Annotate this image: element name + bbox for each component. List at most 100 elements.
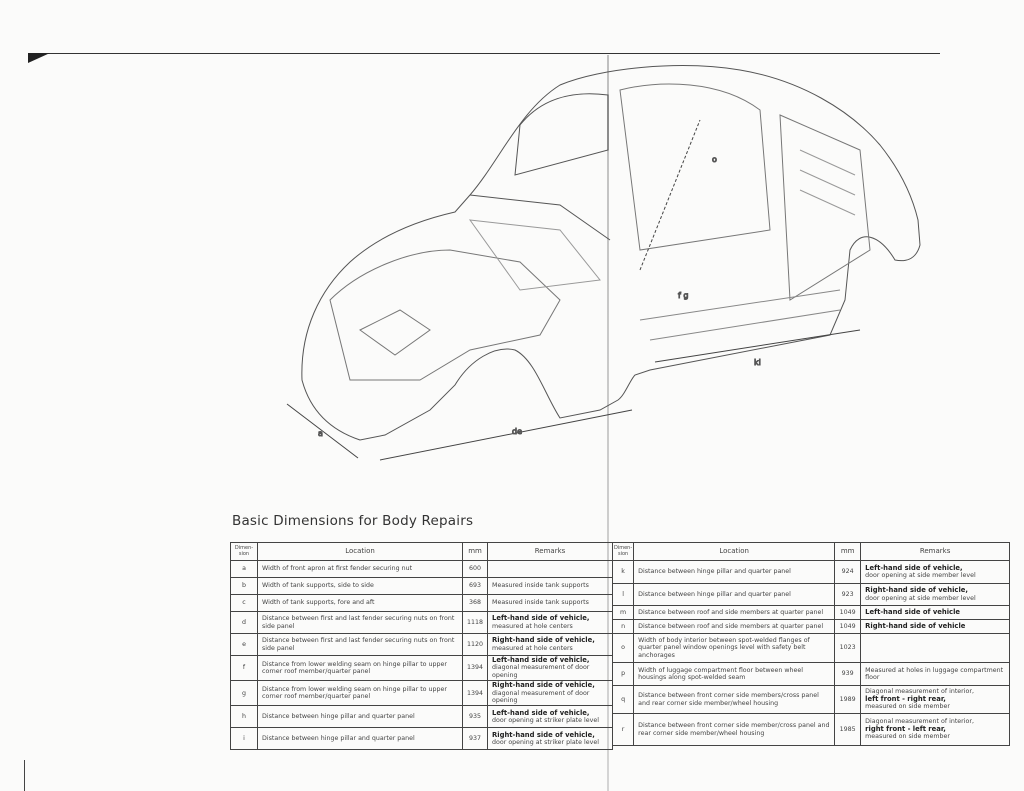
mm-cell: 1985 [834,713,862,746]
remark-text: Measured inside tank supports [492,582,589,590]
remark-bold: Left-hand side of vehicle [865,607,961,616]
remarks-cell: Right-hand side of vehicle,door opening … [860,583,1010,606]
mm-cell: 939 [834,662,862,686]
mm-cell: 1394 [461,680,489,707]
remark-bold: Left-hand side of vehicle, [492,614,590,623]
remarks-cell: Right-hand side of vehicle,door opening … [487,727,613,751]
mm-cell: 1118 [461,611,489,634]
remark-bold: Right-hand side of vehicle, [865,586,968,595]
location-cell: Distance between hinge pillar and quarte… [257,727,463,751]
header-dimension: Dimen-sion [611,542,635,561]
mm-cell: 1049 [834,605,862,620]
dimension-cell: i [230,727,258,751]
location-cell: Width of tank supports, side to side [257,577,463,595]
remarks-cell: Measured inside tank supports [487,594,613,612]
remarks-cell: Diagonal measurement of interior,left fr… [860,685,1010,714]
remark-bold: Left-hand side of vehicle, [865,563,963,572]
remark-text: door opening at striker plate level [492,716,600,724]
location-cell: Distance between first and last fender s… [257,633,463,656]
location-cell: Distance from lower welding seam on hing… [257,654,463,682]
remark-text: diagonal measurement of door opening [492,689,590,705]
remark-bold-2: right front - left rear, [865,724,946,733]
remark-text: Measured inside tank supports [492,599,589,607]
remark-text-2: measured on side member [865,703,950,711]
page-top-rule [30,53,940,54]
remarks-cell: Right-hand side of vehicle,diagonal meas… [487,680,613,707]
location-cell: Distance between front corner side membe… [633,685,836,714]
mm-cell: 1023 [834,633,862,663]
remark-text: Measured at holes in luggage compartment… [865,666,1004,681]
dimension-cell: e [230,633,258,656]
location-cell: Distance between hinge pillar and quarte… [633,583,836,606]
header-dimension: Dimen-sion [230,542,258,561]
remark-text: measured at hole centers [492,644,573,652]
remark-bold-2: left front - right rear, [865,694,946,703]
remarks-cell: Right-hand side of vehicle,measured at h… [487,633,613,656]
mm-cell: 1394 [461,654,489,682]
remarks-cell: Left-hand side of vehicle,measured at ho… [487,611,613,634]
remarks-cell: Diagonal measurement of interior,right f… [860,713,1010,746]
remarks-cell: Left-hand side of vehicle,diagonal measu… [487,654,613,682]
remarks-cell: Left-hand side of vehicle [860,605,1010,620]
remarks-cell: Right-hand side of vehicle [860,619,1010,634]
page-edge [24,760,25,791]
dimension-cell: d [230,611,258,634]
dimension-lines [286,119,861,461]
remark-text: door opening at side member level [865,572,976,579]
location-cell: Distance between hinge pillar and quarte… [257,705,463,729]
dimension-cell: g [230,680,258,707]
location-cell: Distance between hinge pillar and quarte… [633,560,836,584]
mm-cell: 1049 [834,619,862,634]
location-cell: Distance between roof and side members a… [633,605,836,620]
remark-text-2: measured on side member [865,733,950,741]
dimension-cell: h [230,705,258,729]
car-body-outline [301,65,921,441]
page-fold [607,55,609,791]
location-cell: Width of front apron at first fender sec… [257,560,463,578]
label-o: o [712,155,717,164]
mm-cell: 368 [461,594,489,612]
dimension-cell: k [611,560,635,584]
location-cell: Width of luggage compartment floor betwe… [633,662,836,686]
location-cell: Width of body interior between spot-weld… [633,633,836,663]
label-de: de [512,427,522,436]
table-header: Dimen-sion Location mm Remarks [611,542,1010,561]
remarks-cell [487,560,613,578]
location-cell: Distance between first and last fender s… [257,611,463,634]
location-cell: Width of tank supports, fore and aft [257,594,463,612]
dimension-cell: l [611,583,635,606]
remarks-cell [860,633,1010,663]
dimension-cell: p [611,662,635,686]
dimension-cell: n [611,619,635,634]
header-location: Location [633,542,836,561]
remark-bold: Right-hand side of vehicle [865,621,966,630]
header-remarks: Remarks [860,542,1010,561]
label-a: a [318,429,323,438]
remark-bold: Left-hand side of vehicle, [492,656,590,664]
remark-bold: Left-hand side of vehicle, [492,708,590,717]
mm-cell: 935 [461,705,489,729]
remark-text: measured at hole centers [492,622,573,630]
dimension-cell: c [230,594,258,612]
header-mm: mm [461,542,489,561]
dimension-cell: a [230,560,258,578]
header-remarks: Remarks [487,542,613,561]
label-fg: f g [678,291,688,300]
remark-text: Diagonal measurement of interior, [865,688,974,696]
remarks-cell: Measured inside tank supports [487,577,613,595]
